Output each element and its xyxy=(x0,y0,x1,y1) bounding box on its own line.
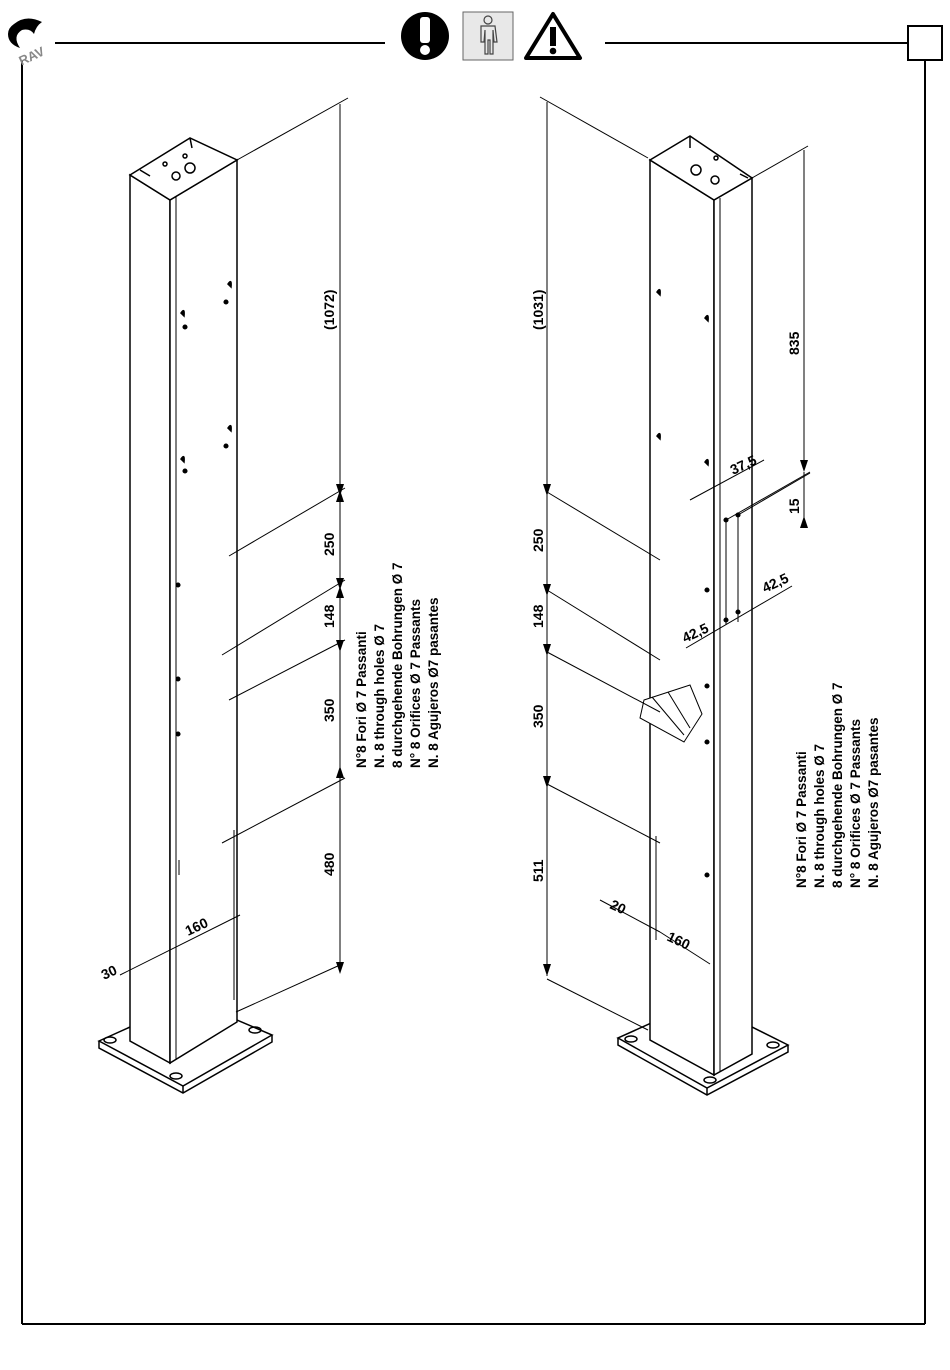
warning-triangle-icon xyxy=(524,12,582,60)
brand-logo-text: RAV xyxy=(16,43,47,68)
left-note-es: N. 8 Agujeros Ø7 pasantes xyxy=(426,597,441,768)
right-note-fr: N° 8 Orifices Ø 7 Passants xyxy=(848,719,863,888)
right-dim-511: 511 xyxy=(530,859,546,882)
left-column-drawing xyxy=(97,97,349,1094)
right-note-es: N. 8 Agujeros Ø7 pasantes xyxy=(866,717,881,888)
right-note-en: N. 8 through holes Ø 7 xyxy=(812,744,827,888)
left-note-de: 8 durchgehende Bohrungen Ø 7 xyxy=(390,562,405,768)
right-dim-15: 15 xyxy=(786,498,802,514)
left-dim-148: 148 xyxy=(321,604,337,628)
left-dim-30: 30 xyxy=(99,962,120,983)
left-dim-350: 350 xyxy=(321,698,337,722)
page-frame xyxy=(21,42,926,1325)
right-note-de: 8 durchgehende Bohrungen Ø 7 xyxy=(830,682,845,888)
left-dim-total: (1072) xyxy=(321,290,337,330)
left-dim-arrows xyxy=(336,484,344,974)
left-note-fr: N° 8 Orifices Ø 7 Passants xyxy=(408,599,423,768)
right-dim-148: 148 xyxy=(530,604,546,628)
right-dim-arrows xyxy=(543,460,808,976)
left-note-it: N°8 Fori Ø 7 Passanti xyxy=(354,631,369,768)
left-hole-notes: N°8 Fori Ø 7 Passanti N. 8 through holes… xyxy=(354,562,441,768)
right-hole-notes: N°8 Fori Ø 7 Passanti N. 8 through holes… xyxy=(794,682,881,888)
right-dim-total: (1031) xyxy=(530,290,546,330)
right-dim-835: 835 xyxy=(786,331,802,355)
right-dim-250: 250 xyxy=(530,528,546,552)
page-number-box xyxy=(907,25,943,61)
right-dim-42-5-right: 42,5 xyxy=(760,570,792,596)
right-dim-20: 20 xyxy=(608,896,629,917)
left-dim-480: 480 xyxy=(321,852,337,876)
right-note-it: N°8 Fori Ø 7 Passanti xyxy=(794,751,809,888)
mandatory-action-icon xyxy=(401,12,449,60)
left-note-en: N. 8 through holes Ø 7 xyxy=(372,624,387,768)
right-column-drawing xyxy=(539,96,811,1096)
operator-icon xyxy=(462,11,514,61)
right-dim-350: 350 xyxy=(530,704,546,728)
brand-logo: RAV xyxy=(8,18,47,68)
left-dim-250: 250 xyxy=(321,532,337,556)
